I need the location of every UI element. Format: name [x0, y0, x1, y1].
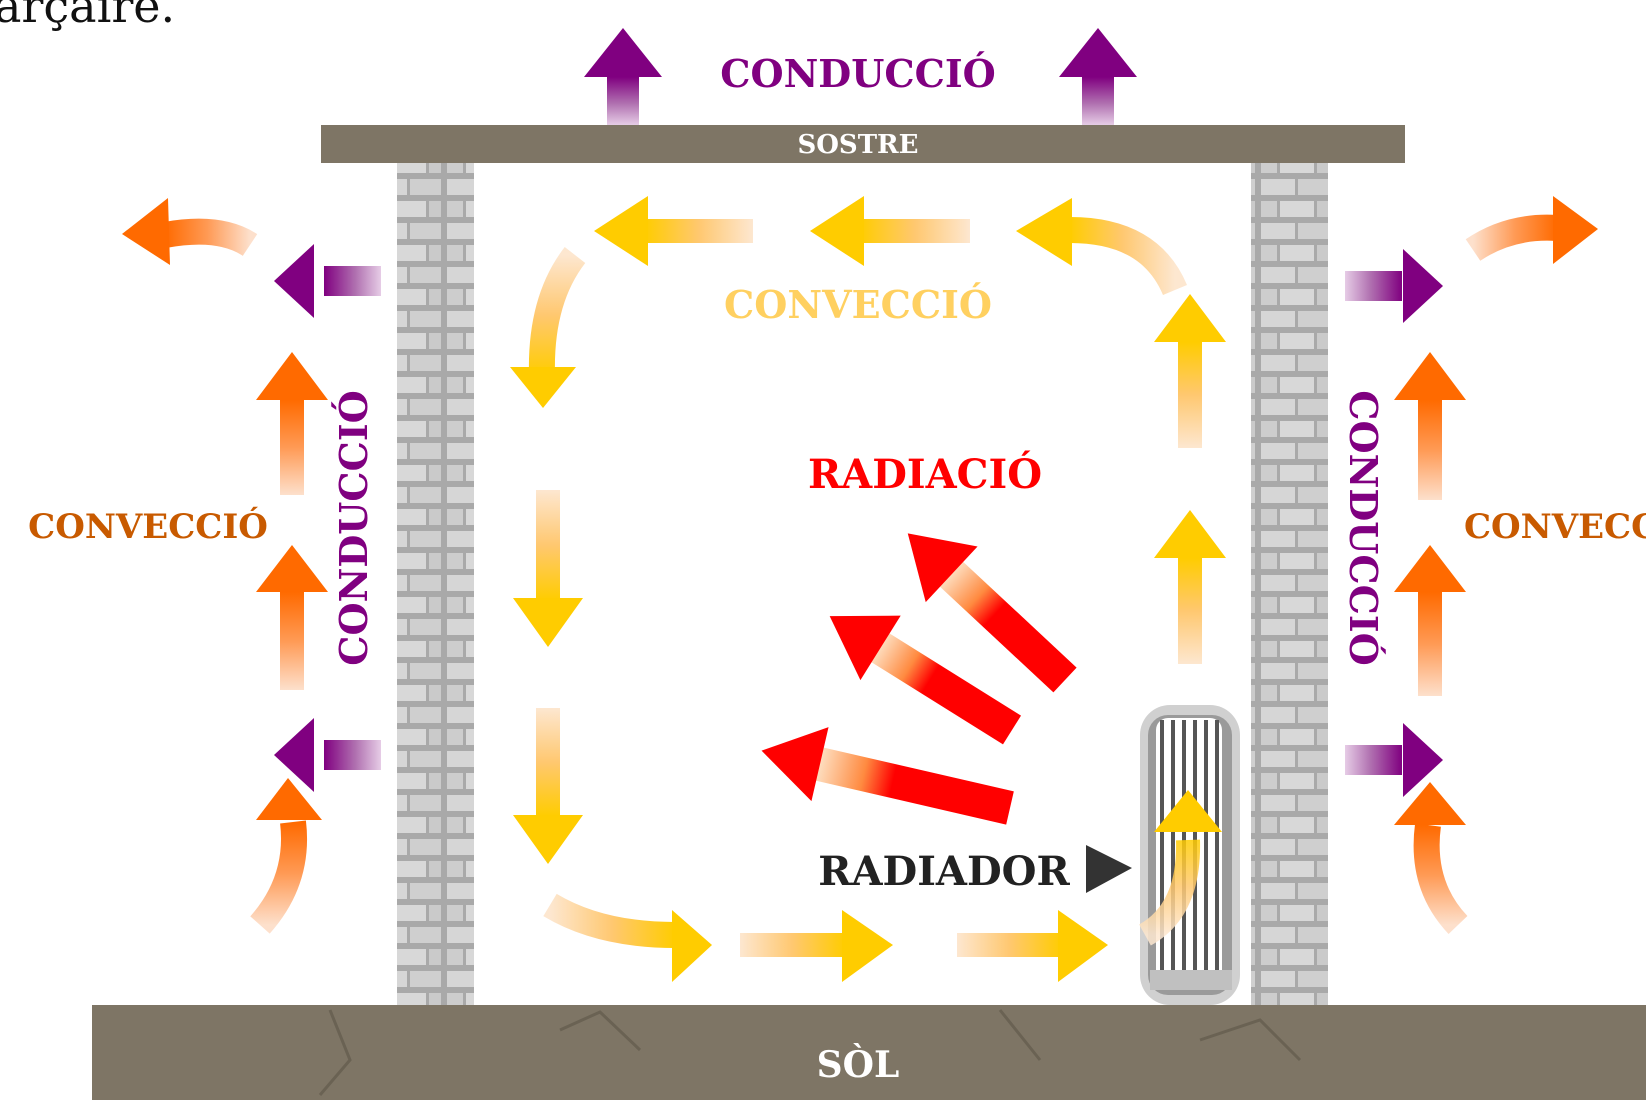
convection-arrow-right-up-1 — [1394, 352, 1466, 500]
convection-arrow-bottom-corner — [543, 893, 712, 982]
radiation-label: RADIACIÓ — [808, 451, 1042, 498]
convection-arrow-right-curve-top — [1465, 196, 1598, 264]
left-brick-wall — [397, 163, 474, 1005]
floor-label: SÒL — [817, 1044, 900, 1086]
conduction-arrow-right-lower — [1345, 723, 1443, 797]
convection-arrow-right-curve-bottom — [1394, 782, 1468, 934]
conduction-left-label: CONDUCCIÓ — [331, 390, 376, 666]
radiation-arrow-upper — [907, 533, 1077, 693]
convection-arrow-up-1 — [1154, 294, 1226, 448]
conduction-arrow-right-upper — [1345, 249, 1443, 323]
convection-arrow-bottom-2 — [957, 910, 1108, 982]
convection-inner-label: CONVECCIÓ — [724, 282, 992, 327]
ceiling-slab — [321, 125, 1405, 163]
conduction-arrow-up-left — [584, 28, 662, 125]
conduction-arrow-left-upper — [274, 244, 381, 318]
convection-right-label: CONVECC — [1464, 507, 1646, 547]
convection-arrow-right-up-2 — [1394, 545, 1466, 696]
conduction-arrow-up-right — [1059, 28, 1137, 125]
radiation-arrow-middle — [829, 615, 1022, 745]
radiator-label: RADIADOR — [818, 848, 1070, 895]
floor-slab — [92, 1005, 1646, 1100]
convection-left-label: CONVECCIÓ — [28, 506, 268, 547]
radiation-arrow-lower — [761, 727, 1014, 825]
radiator-convection-arrow — [1138, 790, 1222, 946]
convection-arrow-bottom-1 — [740, 910, 893, 982]
play-triangle-icon — [1086, 845, 1132, 893]
convection-arrow-left-corner — [510, 247, 586, 408]
convection-arrow-left-up-2 — [256, 545, 328, 690]
convection-arrow-top-1 — [594, 196, 753, 266]
convection-arrow-left-curve-top — [122, 198, 258, 265]
cut-off-text-fragment: arçaire. — [0, 0, 175, 33]
convection-arrow-top-2 — [810, 196, 970, 266]
convection-arrow-left-curve-bottom — [250, 778, 322, 934]
convection-arrow-down-1 — [513, 490, 583, 647]
convection-arrow-left-up-1 — [256, 352, 328, 495]
right-brick-wall — [1251, 163, 1328, 1005]
conduction-right-label: CONDUCCIÓ — [1341, 390, 1386, 666]
convection-arrow-down-2 — [513, 708, 583, 864]
ceiling-label: SOSTRE — [798, 130, 919, 160]
convection-arrow-top-corner — [1016, 198, 1187, 296]
conduction-top-label: CONDUCCIÓ — [720, 51, 996, 96]
floor-cracks — [318, 1009, 1302, 1096]
conduction-arrow-left-lower — [274, 718, 381, 792]
convection-arrow-up-2 — [1154, 510, 1226, 664]
